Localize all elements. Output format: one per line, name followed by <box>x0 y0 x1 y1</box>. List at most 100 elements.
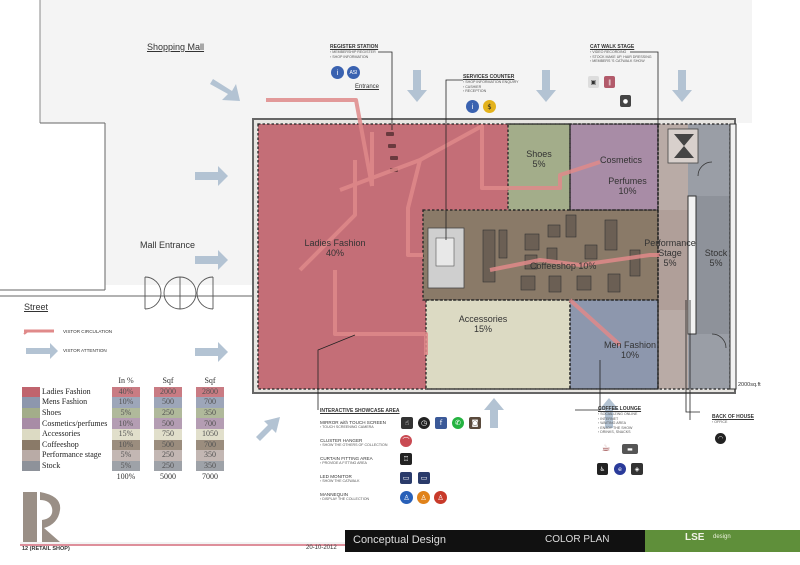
clock-icon: ◷ <box>418 417 430 429</box>
zone-label-coffeeshop: Coffeeshop 10% <box>530 261 597 271</box>
legend-gap <box>140 387 154 398</box>
legend-sqf: 350 <box>196 450 224 461</box>
legend-name: Performance stage <box>42 450 102 460</box>
brand-block: LSE design <box>645 530 800 552</box>
sheet-title: Conceptual Design <box>353 534 446 546</box>
coffeeshop-furniture <box>482 214 641 293</box>
laptop-icon: ▬ <box>622 444 638 454</box>
legend-gap <box>140 450 154 461</box>
title-bar: Conceptual Design COLOR PLAN <box>345 530 645 552</box>
mannequin-icon: ♙ <box>434 491 447 504</box>
legend-gap <box>182 418 196 429</box>
callout-back-of-house: BACK OF HOUSE › OFFICE <box>712 414 754 424</box>
visitor-circulation-path <box>266 98 660 355</box>
legend-sqf: 350 <box>196 407 224 419</box>
legend-sqf: 2800 <box>196 386 224 398</box>
entrance-label: Entrance <box>355 84 380 90</box>
touch-screen-icon: ☝ <box>401 417 413 429</box>
legend-header-sqf: Sqf <box>162 376 174 386</box>
legend-name: Stock <box>42 461 61 471</box>
legend-sqf: 1050 <box>196 428 224 440</box>
legend-name: Mens Fashion <box>42 397 88 407</box>
legend-sqf: 500 <box>154 397 182 408</box>
showcase-item-mannequin: MANNEQUIN› DISPLAY THE COLLECTION <box>320 492 370 501</box>
info-icon: i <box>331 66 344 79</box>
legend-pct: 40% <box>112 386 140 398</box>
mall-entrance-area <box>105 123 253 285</box>
legend-gap <box>140 461 154 472</box>
facebook-icon: f <box>435 417 447 429</box>
legend-gap <box>182 408 196 419</box>
legend-swatch <box>22 407 40 419</box>
legend-pct: 5% <box>112 407 140 419</box>
brand-logo: LSE <box>685 532 705 543</box>
legend-swatch <box>22 418 40 429</box>
callout-services-counter: SERVICES COUNTER › SHOP INFORMATION ENQU… <box>463 74 519 94</box>
legend-gap <box>140 418 154 429</box>
stock-walls <box>687 123 737 390</box>
drinks-icon: ◈ <box>631 463 643 475</box>
mannequin-icon: ♙ <box>400 491 413 504</box>
mall-entrance-label: Mall Entrance <box>140 240 196 250</box>
camera-icon: ● <box>620 95 631 107</box>
lounge-chair-icon: ♿ <box>597 463 608 475</box>
legend-gap <box>140 429 154 440</box>
info-icon: i <box>466 100 479 113</box>
legend-pct: 15% <box>112 428 140 440</box>
area-total: 2000sq.ft <box>738 382 761 388</box>
callout-lines <box>317 51 700 420</box>
membership-icon: ASI <box>347 66 360 79</box>
zone-stock <box>696 196 730 334</box>
zone-accessories <box>426 300 570 389</box>
internet-icon: e <box>614 463 626 475</box>
interactive-showcase-area: INTERACTIVE SHOWCASE AREA <box>320 408 400 414</box>
legend-swatch <box>22 428 40 440</box>
cashier-icon: $ <box>483 100 496 113</box>
legend-sqf: 350 <box>196 460 224 472</box>
legend-gap <box>182 450 196 461</box>
monitor-icon: ▭ <box>418 472 430 484</box>
legend-name: Ladies Fashion <box>42 386 91 396</box>
visitor-circulation-label: VISTOR CIRCULATION <box>63 329 113 334</box>
project-logo <box>23 492 61 542</box>
monitor-icon: ▭ <box>400 472 412 484</box>
legend-sqf: 250 <box>154 450 182 461</box>
legend-sqf: 250 <box>154 407 182 419</box>
brand-sub: design <box>713 534 731 540</box>
mall-corridor <box>40 0 752 123</box>
shopping-mall-label: Shopping Mall <box>147 42 205 52</box>
coffee-cup-icon: ☕ <box>601 442 611 454</box>
street-label: Street <box>24 302 49 312</box>
legend-gap <box>140 408 154 419</box>
legend-swatch <box>22 439 40 451</box>
visitor-attention-label: VISTOR ATTENTION <box>63 348 107 353</box>
legend-gap <box>140 397 154 408</box>
showcase-item-curtain-fitting: CURTAIN FITTING AREA› PROVIDE A FITTING … <box>320 456 373 465</box>
legend-name: Accessories <box>42 429 81 439</box>
legend-header-pct: In % <box>118 376 134 386</box>
legend-pct: 10% <box>112 439 140 451</box>
legend-total-pct: 100% <box>116 471 136 481</box>
whatsapp-icon: ✆ <box>452 417 464 429</box>
legend-gap <box>182 387 196 398</box>
legend-gap <box>182 461 196 472</box>
mall-entrance-doors <box>144 276 214 310</box>
office-icon: ◠ <box>715 433 726 444</box>
makeup-icon: ∥ <box>604 76 615 88</box>
legend-gap <box>182 440 196 451</box>
hanger-icon: ⌒ <box>400 435 412 447</box>
legend-swatch <box>22 397 40 408</box>
legend-sqf: 500 <box>154 439 182 451</box>
video-icon: ▣ <box>588 76 599 88</box>
